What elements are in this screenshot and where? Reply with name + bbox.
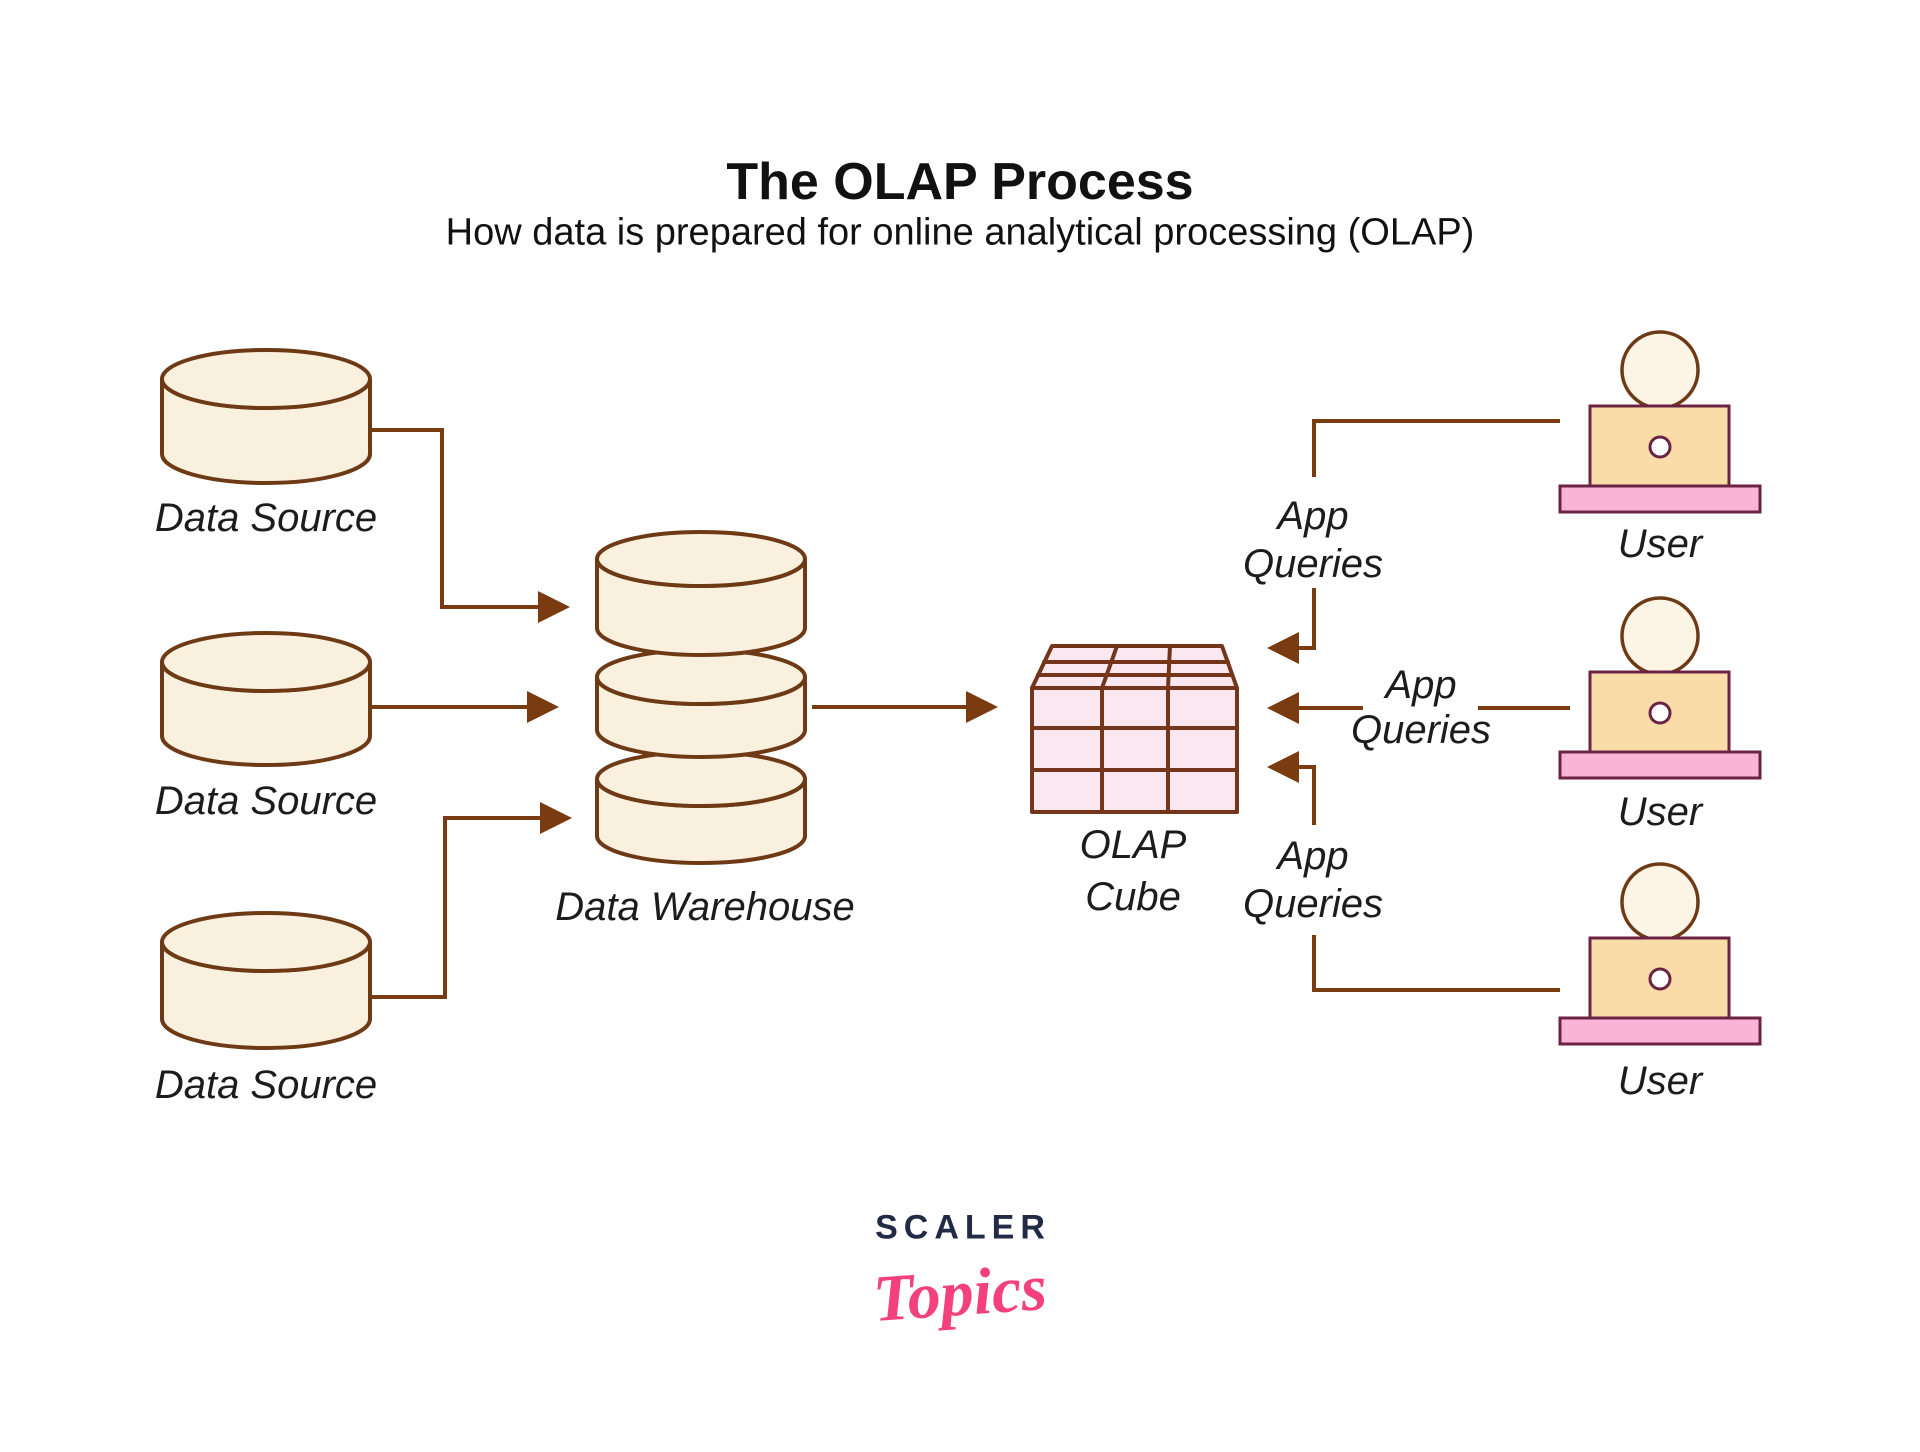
scaler-logo-text: SCALER [875,1208,1051,1247]
arrow-user1-to-cube [1267,419,1560,664]
arrow-source2-to-warehouse [372,691,559,723]
user-1-label: User [1617,522,1703,566]
cube-front-face [1030,686,1239,814]
arrowhead-icon [540,802,572,834]
laptop-logo-dot [1648,967,1672,991]
arrow-line [372,816,540,999]
arrow-line [1299,588,1316,650]
arrow-user3-to-cube [1267,751,1560,992]
laptop-logo-dot [1648,435,1672,459]
data-source-1-icon [160,348,372,485]
arrowhead-icon [527,691,559,723]
cylinder-top [160,348,372,410]
laptop-logo-dot [1648,701,1672,725]
app-queries-1-line2: Queries [1242,542,1384,586]
arrow-user2-to-cube [1267,692,1570,724]
user-3-label: User [1617,1059,1703,1103]
app-queries-2-line2: Queries [1350,708,1492,752]
data-source-3-icon [160,911,372,1050]
arrow-line [1312,935,1560,992]
laptop-base [1558,1016,1762,1046]
user-3-at-laptop-icon [1558,862,1762,1046]
cylinder-top [160,911,372,973]
cylinder-top [595,530,807,588]
arrowhead-icon [966,691,998,723]
arrow-line [370,428,538,609]
cylinder-top [160,631,372,693]
topics-logo-script: Topics [870,1251,1050,1336]
arrowhead-icon [1267,632,1299,664]
app-queries-2-line1: App [1385,663,1457,707]
data-source-3-label: Data Source [154,1063,378,1107]
user-head [1620,862,1700,942]
olap-cube-label-line1: OLAP [1079,823,1187,867]
olap-cube-label-line2: Cube [1085,875,1181,919]
app-queries-3-line2: Queries [1242,882,1384,926]
app-queries-label-2: App Queries [1351,663,1491,753]
user-head [1620,330,1700,410]
user-1-at-laptop-icon [1558,330,1762,514]
laptop-base [1558,750,1762,780]
user-2-label: User [1617,790,1703,834]
arrowhead-icon [1267,751,1299,783]
arrow-line [1299,765,1316,825]
olap-cube-icon [1030,644,1239,814]
user-head [1620,596,1700,676]
olap-cube-label: OLAP Cube [1080,819,1187,923]
data-warehouse-label: Data Warehouse [555,885,855,929]
arrow-line [1312,419,1560,477]
app-queries-label-1: App Queries [1243,492,1383,588]
app-queries-3-line1: App [1277,834,1349,878]
cube-top-face [1030,644,1239,690]
arrowhead-icon [1267,692,1299,724]
arrowhead-icon [538,591,570,623]
user-2-at-laptop-icon [1558,596,1762,780]
arrow-source1-to-warehouse [370,428,570,623]
app-queries-1-line1: App [1277,494,1349,538]
diagram-subtitle: How data is prepared for online analytic… [445,211,1475,254]
arrow-source3-to-warehouse [372,802,572,999]
data-source-2-icon [160,631,372,767]
cube-grid-lines [1030,644,1239,814]
data-source-1-label: Data Source [154,496,378,540]
cylinder-top [595,648,807,706]
laptop-base [1558,484,1762,514]
arrow-warehouse-to-cube [812,691,998,723]
data-warehouse-icon [595,530,807,865]
cylinder-top [595,750,807,808]
data-source-2-label: Data Source [154,779,378,823]
diagram-title: The OLAP Process [726,153,1194,211]
app-queries-label-3: App Queries [1243,832,1383,928]
